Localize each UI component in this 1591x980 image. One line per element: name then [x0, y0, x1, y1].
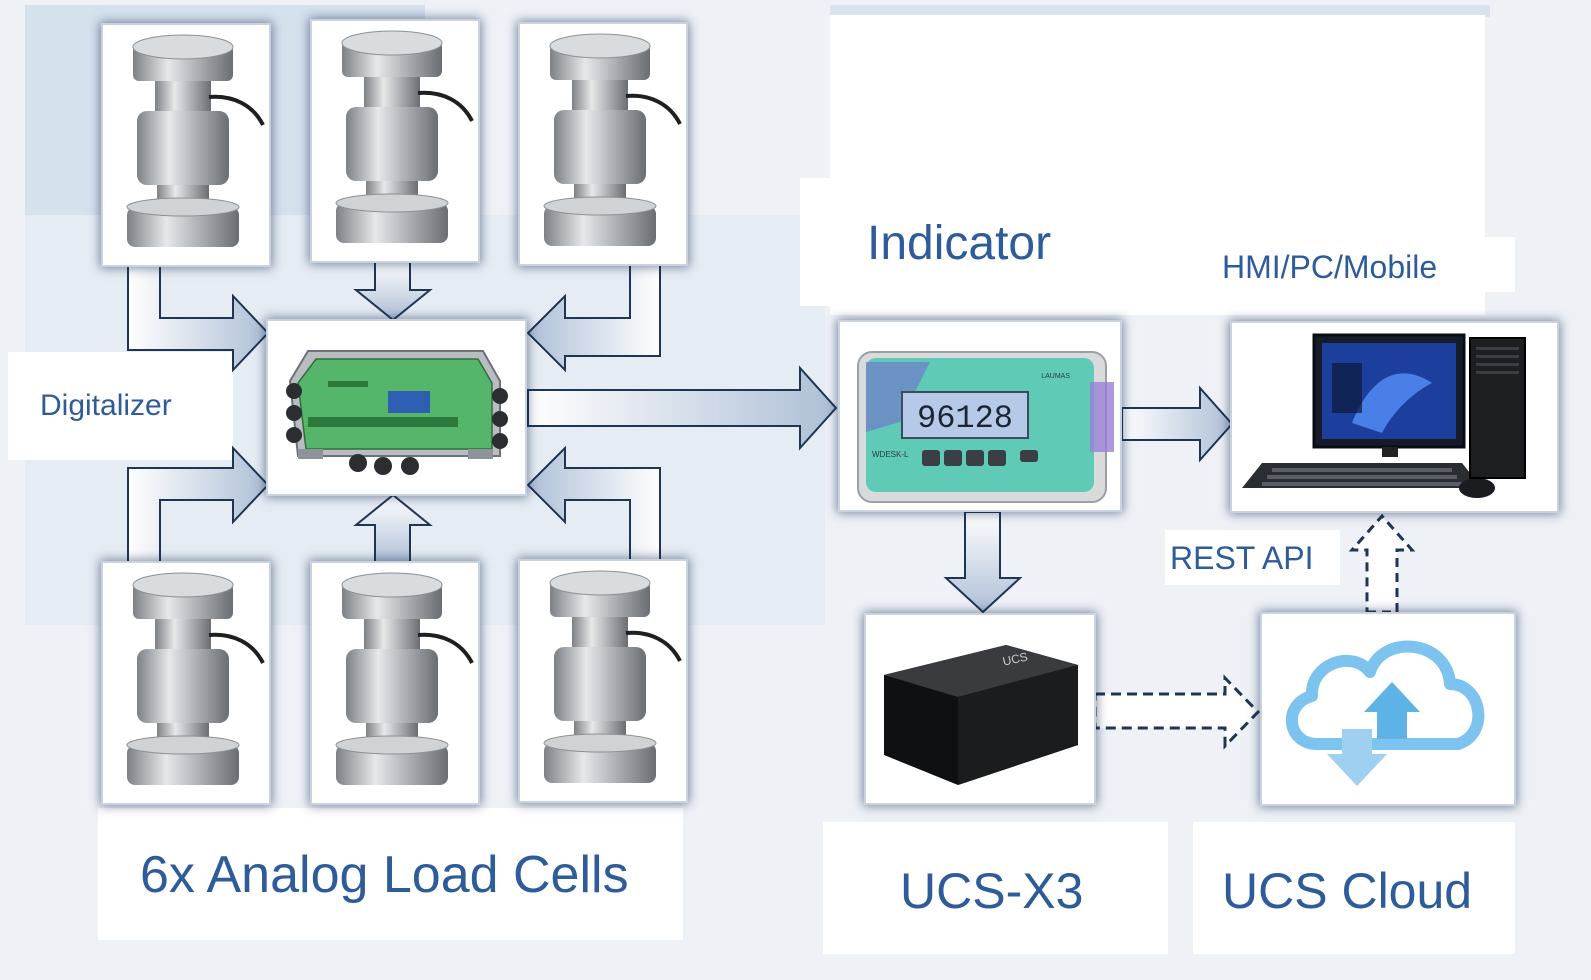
- load-cell-part: [346, 107, 438, 181]
- ucs-box-logo: UCS: [1001, 650, 1029, 669]
- rest-api-label: REST API: [1170, 540, 1314, 576]
- load-cell-part: [341, 572, 443, 598]
- arrow-cell4-to-digitalizer: [127, 445, 270, 566]
- load-cell-part: [127, 207, 239, 247]
- arrow-cell6-to-digitalizer: [526, 445, 661, 566]
- pc-photo: [1232, 323, 1557, 511]
- indicator-model: WDESK-L: [872, 450, 909, 459]
- load-cell-photo-1: [103, 25, 269, 265]
- arrow-digitalizer-to-indicator: [527, 365, 838, 451]
- load-cell-icon: [335, 572, 474, 785]
- load-cell-part: [364, 619, 420, 649]
- load-cell-part: [417, 632, 474, 664]
- indicator-reading: 96128: [917, 400, 1013, 437]
- rest-api-label-panel: [1165, 530, 1340, 585]
- load-cell-part: [625, 630, 682, 662]
- load-cell-icon: [335, 30, 474, 243]
- load-cell-part: [336, 203, 448, 243]
- hmi-label-panel: [1190, 237, 1515, 292]
- ucs-cloud-label-panel: [1193, 822, 1515, 954]
- load-cell-part: [208, 94, 265, 126]
- ucs-x3-label: UCS-X3: [900, 863, 1084, 919]
- load-cell-photo-5: [312, 563, 478, 803]
- load-cell-part: [155, 619, 211, 649]
- load-cell-part: [341, 30, 443, 56]
- ucs-x3-photo: UCS: [866, 615, 1094, 803]
- ucs-x3-label-panel: [823, 822, 1168, 954]
- arrow-cell3-to-digitalizer: [526, 261, 661, 373]
- indicator-label-panel: [800, 178, 1110, 306]
- junction-box-icon: [286, 350, 508, 475]
- load-cell-part: [126, 735, 240, 755]
- load-cell-part: [554, 647, 646, 721]
- hmi-label: HMI/PC/Mobile: [1222, 249, 1438, 285]
- load-cells-label: 6x Analog Load Cells: [140, 846, 629, 904]
- load-cell-part: [336, 745, 448, 785]
- load-cell-photo-4: [103, 563, 269, 803]
- load-cell-photo-3: [520, 24, 686, 264]
- ucs-cloud-label: UCS Cloud: [1222, 863, 1473, 919]
- load-cell-part: [549, 570, 651, 596]
- load-cell-part: [572, 617, 628, 647]
- load-cell-photo-2: [312, 21, 478, 261]
- load-cell-part: [549, 33, 651, 59]
- indicator-brand: LAUMAS: [1041, 373, 1070, 380]
- load-cell-part: [544, 206, 656, 246]
- background-patch: [830, 5, 1490, 17]
- load-cell-part: [554, 110, 646, 184]
- indicator-label: Indicator: [867, 217, 1052, 270]
- load-cell-part: [155, 81, 211, 111]
- load-cell-part: [137, 111, 229, 185]
- load-cell-part: [346, 649, 438, 723]
- desktop-pc-icon: [1242, 333, 1526, 498]
- load-cell-icon: [126, 34, 265, 247]
- arrow-indicator-to-ucs-x3: [943, 511, 1023, 614]
- load-cell-part: [132, 572, 234, 598]
- load-cell-part: [625, 93, 682, 125]
- load-cell-part: [572, 80, 628, 110]
- load-cell-part: [208, 632, 265, 664]
- ucs-cloud-photo: [1262, 614, 1514, 804]
- arrow-cell5-to-digitalizer: [353, 493, 433, 566]
- digitalizer-photo: [268, 321, 525, 494]
- load-cell-part: [137, 649, 229, 723]
- load-cell-part: [335, 735, 449, 755]
- load-cell-icon: [543, 33, 682, 246]
- arrow-ucs-x3-to-cloud: [1093, 674, 1261, 750]
- cloud-sync-icon: [1285, 640, 1485, 786]
- load-cell-icon: [126, 572, 265, 785]
- arrow-indicator-to-pc: [1121, 385, 1234, 463]
- arrow-cell2-to-digitalizer: [353, 259, 433, 322]
- load-cell-part: [417, 90, 474, 122]
- load-cells-label-panel: [98, 808, 683, 940]
- load-cell-part: [126, 197, 240, 217]
- arrow-cloud-to-pc: [1348, 513, 1416, 614]
- load-cell-part: [544, 743, 656, 783]
- load-cell-photo-6: [520, 561, 686, 801]
- load-cell-part: [127, 745, 239, 785]
- load-cell-part: [335, 193, 449, 213]
- ucs-x3-device-icon: UCS: [884, 645, 1078, 785]
- load-cell-part: [132, 34, 234, 60]
- digitalizer-label-panel: [8, 352, 233, 460]
- indicator-photo: 96128 LAUMAS WDESK-L: [840, 322, 1120, 510]
- weight-indicator-icon: 96128 LAUMAS WDESK-L: [857, 351, 1114, 503]
- arrow-cell1-to-digitalizer: [127, 261, 270, 373]
- load-cell-part: [543, 733, 657, 753]
- load-cell-icon: [543, 570, 682, 783]
- load-cell-part: [543, 196, 657, 216]
- digitalizer-label: Digitalizer: [40, 389, 172, 422]
- load-cell-part: [364, 77, 420, 107]
